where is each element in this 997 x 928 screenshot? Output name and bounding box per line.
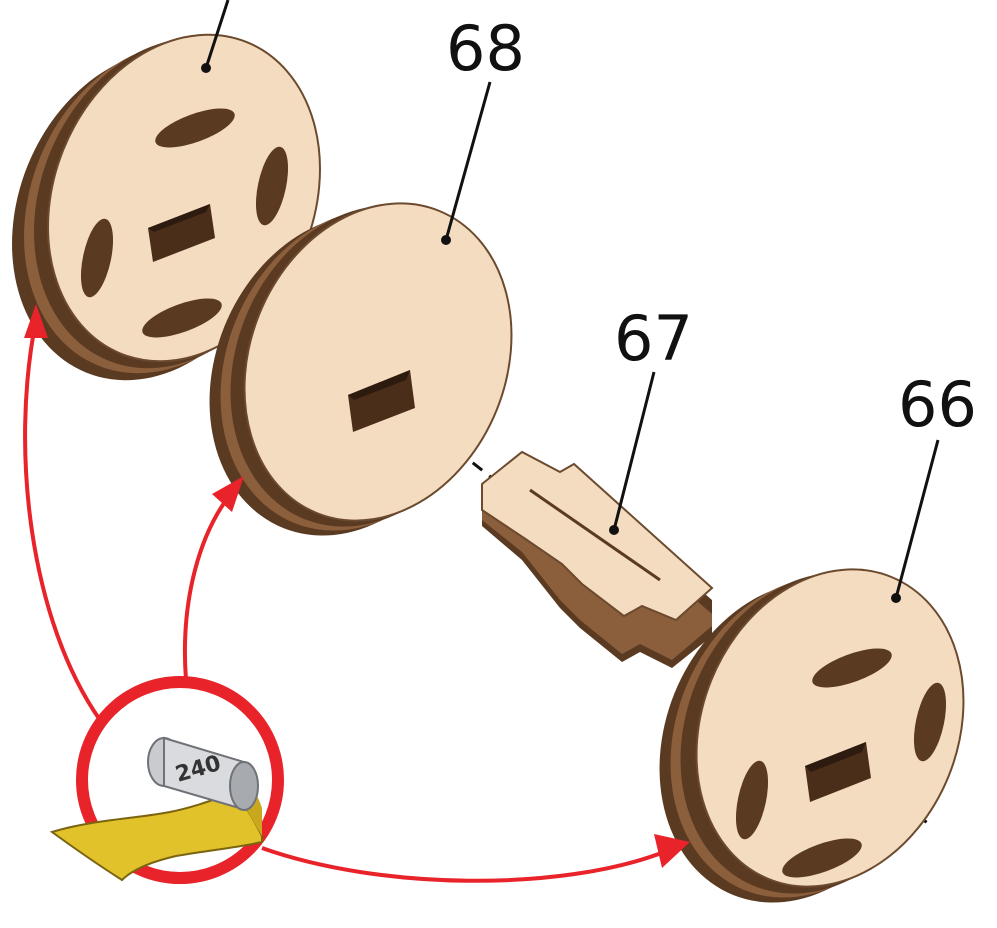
leader-line-top — [204, 0, 230, 69]
arrow-icon — [654, 834, 690, 868]
sandpaper-roll-icon: 240 — [147, 736, 259, 812]
leader-line-66 — [894, 439, 940, 599]
axle-part — [481, 450, 714, 668]
wheel-top-left — [12, 33, 321, 381]
wheel-right — [659, 568, 965, 903]
arrow-to-middle-wheel — [182, 488, 236, 681]
arrow-to-top-left-wheel — [23, 315, 102, 722]
arrow-to-right-wheel — [261, 846, 665, 883]
wheel-middle — [209, 202, 513, 536]
arrow-icon — [212, 476, 244, 512]
sandpaper-sheet — [49, 790, 263, 882]
part-label-67: 67 — [614, 302, 693, 375]
part-label-66: 66 — [898, 368, 977, 441]
leader-line-68 — [444, 81, 492, 241]
leader-line-67 — [612, 371, 656, 531]
part-label-68: 68 — [446, 12, 525, 85]
arrow-icon — [24, 304, 48, 338]
sandpaper-callout: 240 — [49, 676, 284, 884]
